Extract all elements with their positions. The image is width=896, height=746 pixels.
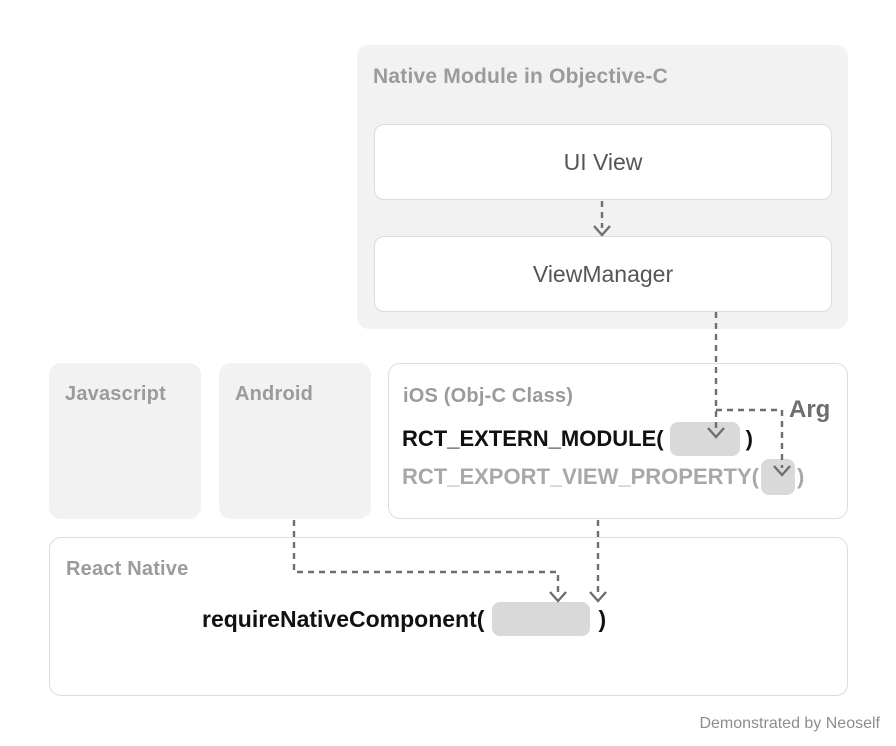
javascript-card-title: Javascript [65,383,166,405]
rct-export-view-property-prefix: RCT_EXPORT_VIEW_PROPERTY( [402,464,759,489]
require-native-component-prefix: requireNativeComponent( [202,605,485,632]
android-card: Android [219,363,371,519]
react-native-card: React Native requireNativeComponent( ) [49,537,848,696]
react-native-card-title: React Native [66,558,189,580]
ios-card-title: iOS (Obj-C Class) [403,385,574,407]
rct-export-view-property-slot[interactable] [760,459,795,495]
arg-annotation-label: Arg [789,396,831,423]
rct-extern-module-slot[interactable] [669,422,740,456]
ui-view-box: UI View [374,124,832,200]
require-native-component-line: requireNativeComponent( ) [202,602,606,636]
rct-extern-module-suffix: ) [745,426,753,451]
footer-credit: Demonstrated by Neoself [699,715,880,732]
view-manager-label: ViewManager [532,260,674,287]
native-module-title: Native Module in Objective-C [373,65,668,88]
require-native-component-slot[interactable] [492,602,591,636]
native-module-card: Native Module in Objective-C UI View Vie… [357,45,848,329]
ui-view-label: UI View [563,148,643,175]
rct-extern-module-line: RCT_EXTERN_MODULE( ) [402,422,753,456]
javascript-card: Javascript [49,363,201,519]
rct-export-view-property-suffix: ) [796,464,805,489]
rct-export-view-property-line: RCT_EXPORT_VIEW_PROPERTY( ) [402,459,804,495]
android-card-title: Android [235,383,314,405]
require-native-component-suffix: ) [598,605,607,632]
rct-extern-module-prefix: RCT_EXTERN_MODULE( [402,426,664,451]
view-manager-box: ViewManager [374,236,832,312]
ios-card: iOS (Obj-C Class) RCT_EXTERN_MODULE( ) R… [388,363,848,519]
